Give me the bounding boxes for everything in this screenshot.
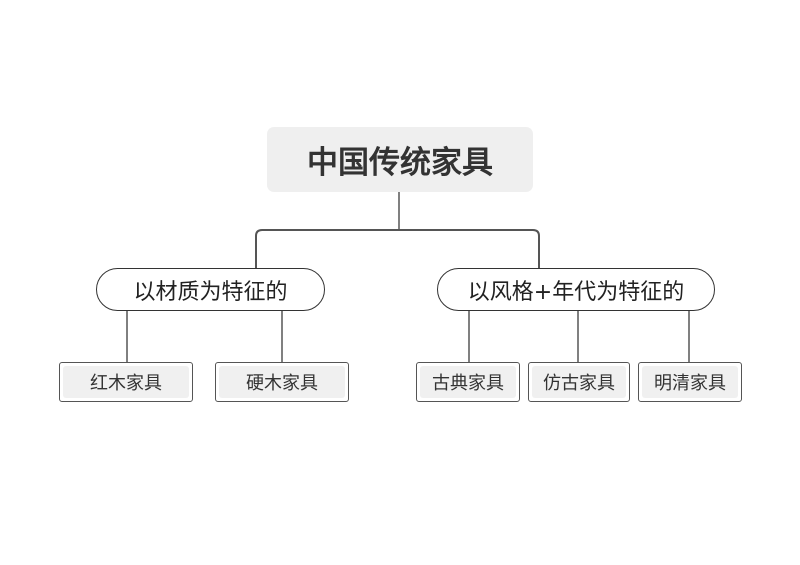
leaf-label: 硬木家具 bbox=[219, 366, 345, 398]
root-topic[interactable]: 中国传统家具 bbox=[267, 127, 533, 192]
leaf-label: 明清家具 bbox=[642, 366, 738, 398]
leaf-topic[interactable]: 明清家具 bbox=[638, 362, 742, 402]
leaf-topic[interactable]: 仿古家具 bbox=[528, 362, 630, 402]
leaf-label: 仿古家具 bbox=[532, 366, 626, 398]
leaf-topic[interactable]: 硬木家具 bbox=[215, 362, 349, 402]
connector-branch-bar bbox=[255, 229, 540, 268]
leaf-topic[interactable]: 古典家具 bbox=[416, 362, 520, 402]
branch-material[interactable]: 以材质为特征的 bbox=[96, 268, 325, 311]
branch-style-era[interactable]: 以风格+年代为特征的 bbox=[437, 268, 715, 311]
leaf-topic[interactable]: 红木家具 bbox=[59, 362, 193, 402]
leaf-label: 红木家具 bbox=[63, 366, 189, 398]
leaf-label: 古典家具 bbox=[420, 366, 516, 398]
